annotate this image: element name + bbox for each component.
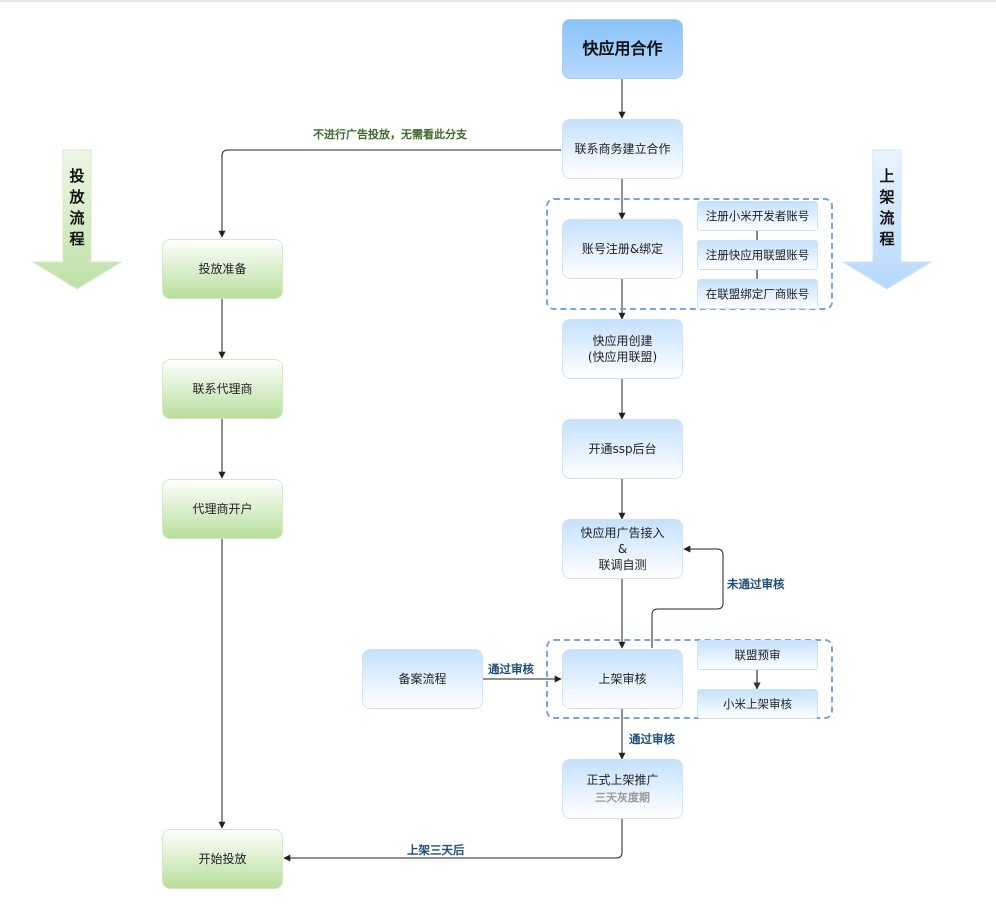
right-big-arrow bbox=[841, 149, 933, 290]
filing-node[interactable]: 备案流程 bbox=[362, 649, 483, 709]
account-step-1[interactable]: 注册小米开发者账号 bbox=[697, 201, 818, 231]
account-step-text: 注册小米开发者账号 bbox=[705, 209, 810, 223]
review-node[interactable]: 上架审核 bbox=[562, 649, 683, 709]
edge-contact-prepare bbox=[218, 149, 561, 238]
edge-review-retry bbox=[651, 545, 724, 648]
agent-node[interactable]: 联系代理商 bbox=[162, 359, 283, 419]
ad-integration-node[interactable]: 快应用广告接入 & 联调自测 bbox=[562, 519, 683, 579]
review-step-2[interactable]: 小米上架审核 bbox=[697, 689, 818, 719]
review-text: 上架审核 bbox=[598, 672, 647, 686]
account-step-text: 注册快应用联盟账号 bbox=[705, 248, 810, 262]
review-passed-label: 通过审核 bbox=[629, 732, 675, 746]
contact-node[interactable]: 联系商务建立合作 bbox=[562, 119, 683, 179]
launch-text: 正式上架推广 bbox=[586, 773, 659, 787]
right-side-char: 程 bbox=[879, 230, 895, 248]
review-group bbox=[546, 639, 833, 719]
ssp-text: 开通ssp后台 bbox=[588, 442, 657, 456]
account-step-3[interactable]: 在联盟绑定厂商账号 bbox=[697, 279, 818, 309]
open-account-node[interactable]: 代理商开户 bbox=[162, 479, 283, 539]
prepare-text: 投放准备 bbox=[198, 262, 247, 276]
review-step-text: 小米上架审核 bbox=[723, 697, 792, 711]
after-three-days-label: 上架三天后 bbox=[407, 843, 465, 857]
title-text: 快应用合作 bbox=[582, 39, 663, 58]
start-node[interactable]: 开始投放 bbox=[162, 829, 283, 889]
agent-text: 联系代理商 bbox=[192, 382, 253, 396]
ssp-node[interactable]: 开通ssp后台 bbox=[562, 419, 683, 479]
top-divider bbox=[0, 0, 996, 2]
title-node[interactable]: 快应用合作 bbox=[562, 19, 683, 79]
review-step-text: 联盟预审 bbox=[734, 648, 781, 662]
filing-passed-label: 通过审核 bbox=[488, 662, 534, 676]
ad-text-line2: & bbox=[617, 542, 628, 556]
left-big-arrow bbox=[31, 149, 123, 290]
right-side-char: 上 bbox=[879, 167, 895, 185]
create-text-line1: 快应用创建 bbox=[592, 334, 653, 348]
open-account-text: 代理商开户 bbox=[192, 502, 253, 516]
gray-period-note: 三天灰度期 bbox=[595, 791, 650, 804]
account-step-2[interactable]: 注册快应用联盟账号 bbox=[697, 240, 818, 270]
review-step-1[interactable]: 联盟预审 bbox=[697, 640, 818, 670]
right-side-label: 上 架 流 程 bbox=[877, 166, 897, 250]
account-text: 账号注册&绑定 bbox=[581, 242, 664, 256]
prepare-node[interactable]: 投放准备 bbox=[162, 239, 283, 299]
ad-text-line1: 快应用广告接入 bbox=[580, 526, 665, 540]
not-passed-label: 未通过审核 bbox=[727, 577, 785, 591]
no-ads-label: 不进行广告投放，无需看此分支 bbox=[313, 128, 467, 141]
create-node[interactable]: 快应用创建 (快应用联盟) bbox=[562, 319, 683, 379]
left-side-label: 投 放 流 程 bbox=[67, 166, 87, 250]
right-side-char: 架 bbox=[879, 188, 895, 206]
launch-node[interactable]: 正式上架推广 三天灰度期 bbox=[562, 759, 683, 819]
filing-text: 备案流程 bbox=[398, 672, 447, 686]
account-node[interactable]: 账号注册&绑定 bbox=[562, 219, 683, 279]
create-text-line2: (快应用联盟) bbox=[587, 350, 658, 364]
left-side-char: 投 bbox=[69, 167, 85, 185]
account-group bbox=[546, 198, 833, 310]
edge-launch-start bbox=[283, 819, 623, 862]
start-text: 开始投放 bbox=[198, 852, 247, 866]
left-side-char: 流 bbox=[69, 209, 85, 227]
left-side-char: 程 bbox=[69, 230, 85, 248]
account-step-text: 在联盟绑定厂商账号 bbox=[705, 287, 810, 301]
right-side-char: 流 bbox=[879, 209, 895, 227]
ad-text-line3: 联调自测 bbox=[598, 558, 647, 572]
left-side-char: 放 bbox=[69, 188, 85, 206]
contact-text: 联系商务建立合作 bbox=[574, 142, 671, 156]
